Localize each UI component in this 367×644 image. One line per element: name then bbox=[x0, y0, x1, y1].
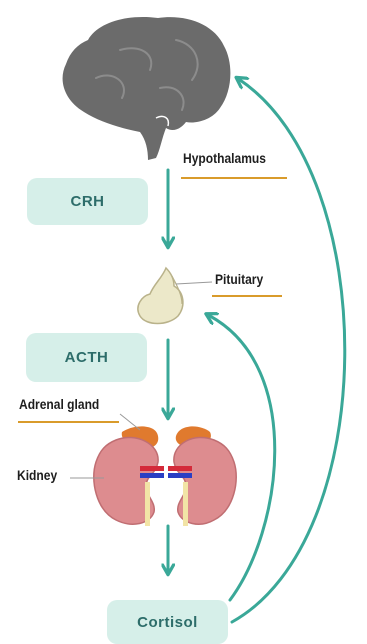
cortisol-pill: Cortisol bbox=[107, 600, 228, 644]
hypothalamus-label: Hypothalamus bbox=[183, 150, 266, 166]
pituitary-leader-line bbox=[176, 282, 212, 284]
pituitary-underline bbox=[212, 295, 282, 297]
kidneys-icon bbox=[94, 426, 236, 526]
pituitary-label: Pituitary bbox=[215, 271, 263, 287]
crh-pill: CRH bbox=[27, 178, 148, 225]
adrenal-gland-label: Adrenal gland bbox=[19, 396, 99, 412]
acth-pill: ACTH bbox=[26, 333, 147, 382]
adrenal-gland-underline bbox=[18, 421, 119, 423]
adrenal-leader-line bbox=[120, 414, 140, 430]
hypothalamus-underline bbox=[181, 177, 287, 179]
kidney-label: Kidney bbox=[17, 467, 57, 483]
brain-icon bbox=[63, 17, 231, 160]
pituitary-gland-icon bbox=[138, 268, 183, 324]
